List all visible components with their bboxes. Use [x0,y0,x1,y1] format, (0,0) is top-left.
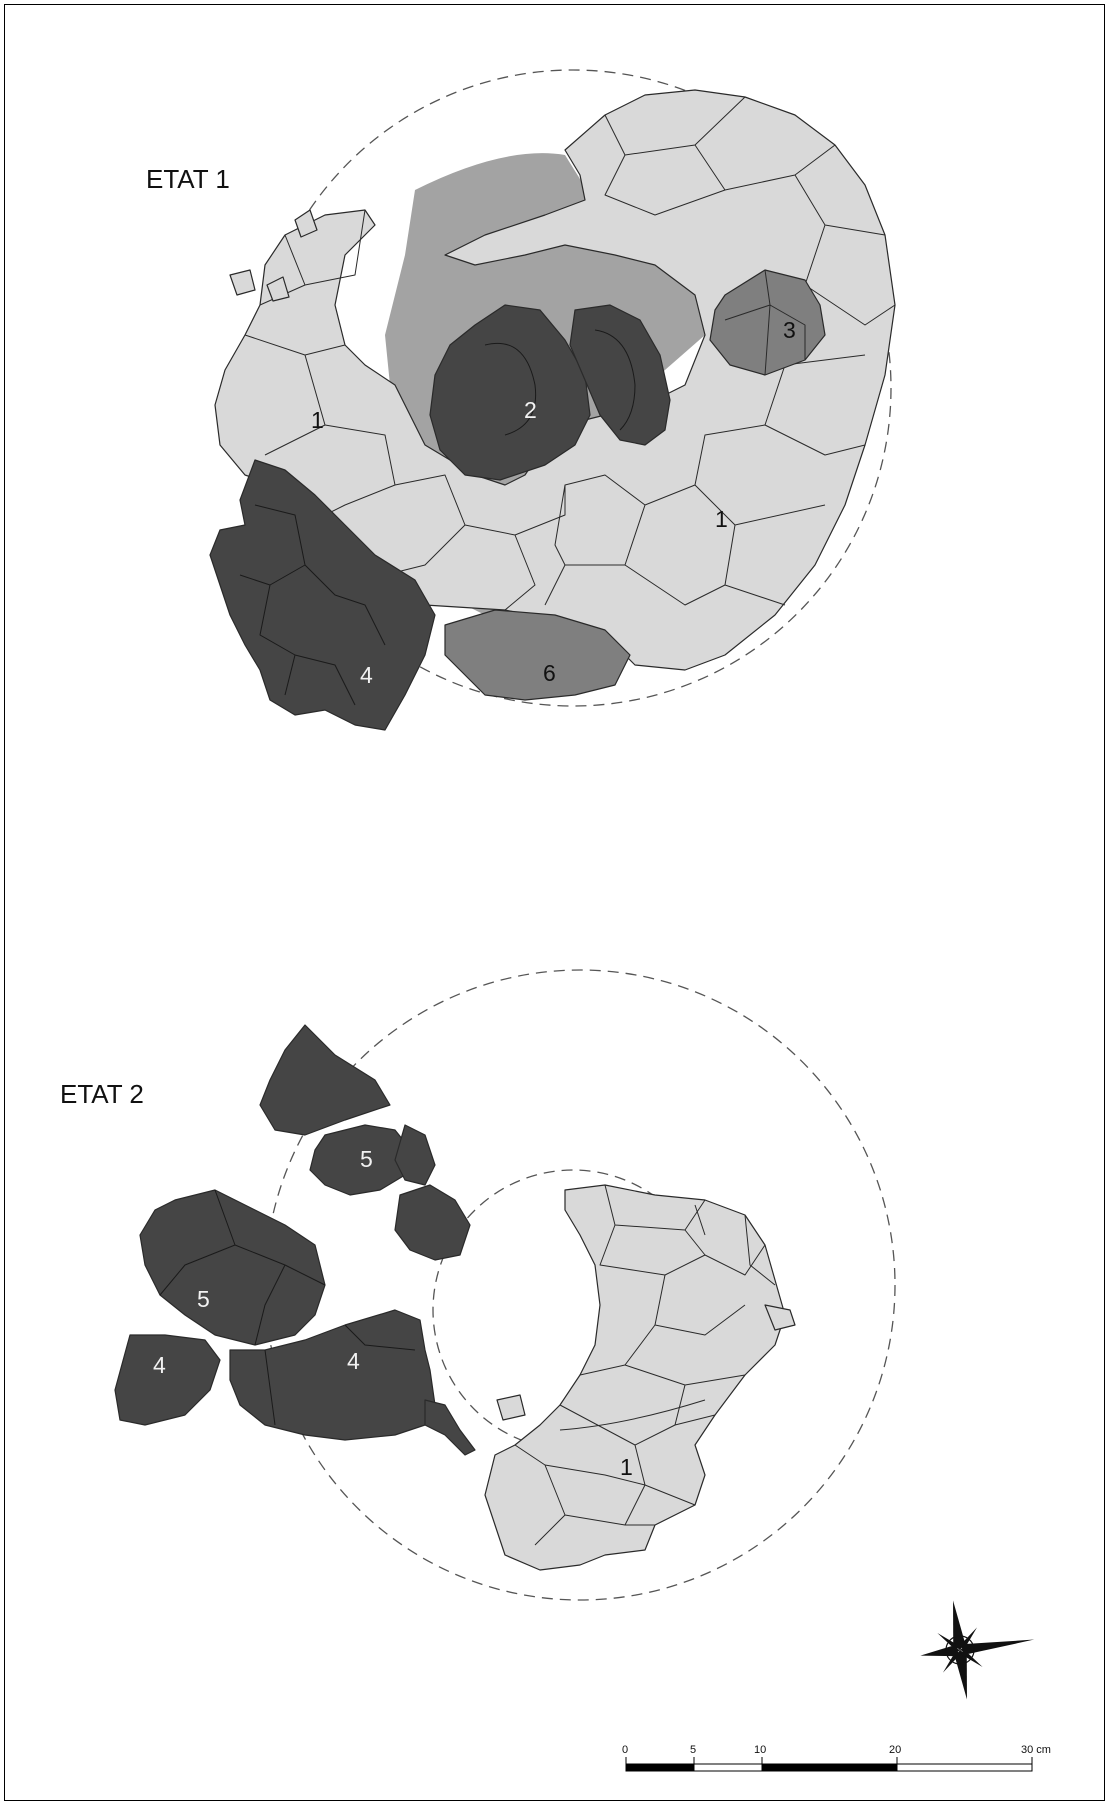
state-1-label-1b: 1 [715,506,728,532]
state-2-stone-tail [424,1399,476,1456]
state-1-stone-3-joint [724,269,806,376]
state-2-outer-dashed-circle [264,969,896,1601]
state-1-fragment [266,276,290,302]
state-2-stone-left-joint [159,1189,326,1346]
state-2-fragment [764,1304,796,1331]
archaeological-plan: ETAT 1 1 1 2 3 4 6 [60,69,1051,1772]
state-1-label-4: 4 [360,662,373,688]
state-2-label-1: 1 [620,1454,633,1480]
scale-bar-segment [762,1764,897,1771]
scale-bar-segment [626,1764,694,1771]
state-1-light-stones [214,89,896,671]
state-1-stone-2b-curve [594,329,636,431]
state-2-title: ETAT 2 [60,1079,144,1109]
state-1-stone-6 [444,609,631,701]
state-1-stone-2 [429,304,591,481]
state-2-stone-4-large-joint [264,1324,416,1426]
state-2-fragment [496,1394,526,1421]
state-2-label-4a: 4 [153,1352,166,1378]
state-1-stone-2-curve [484,342,537,436]
state-2-label-5a: 5 [360,1146,373,1172]
state-1-label-1a: 1 [311,407,324,433]
state-2-stone-right [394,1124,436,1186]
state-1-label-6: 6 [543,660,556,686]
state-2-stone-right-2 [394,1184,471,1261]
scale-tick-30: 30 cm [1021,1744,1051,1756]
state-2-stone-4-left [114,1334,221,1426]
figure-frame: ETAT 1 1 1 2 3 4 6 [4,4,1105,1801]
state-2-label-5b: 5 [197,1286,210,1312]
state-1-stones-4 [209,459,436,731]
state-2-label-4b: 4 [347,1348,360,1374]
state-1-stones-4-joints [239,504,386,706]
scale-tick-5: 5 [690,1744,696,1756]
state-2-stone-left-cluster [139,1189,326,1346]
state-2-stone-5-mid [309,1124,416,1196]
state-2-stone-5-top [259,1024,391,1136]
state-1-label-3: 3 [783,317,796,343]
state-2-plan [114,969,896,1601]
compass-rose-icon [920,1600,1035,1700]
scale-tick-10: 10 [754,1744,766,1756]
state-1-fragment [229,269,256,296]
state-2-stone-joints [514,1184,776,1546]
state-1-plan [209,69,896,731]
state-1-stone-joints [244,96,896,611]
state-1-label-2: 2 [524,397,537,423]
state-2-light-stones [484,1184,786,1571]
scale-bar: 0 5 10 20 30 cm [622,1744,1051,1772]
scale-tick-0: 0 [622,1744,628,1756]
state-1-fragment [294,209,318,238]
state-1-stone-2b [569,304,671,446]
scale-tick-20: 20 [889,1744,901,1756]
state-1-title: ETAT 1 [146,164,230,194]
